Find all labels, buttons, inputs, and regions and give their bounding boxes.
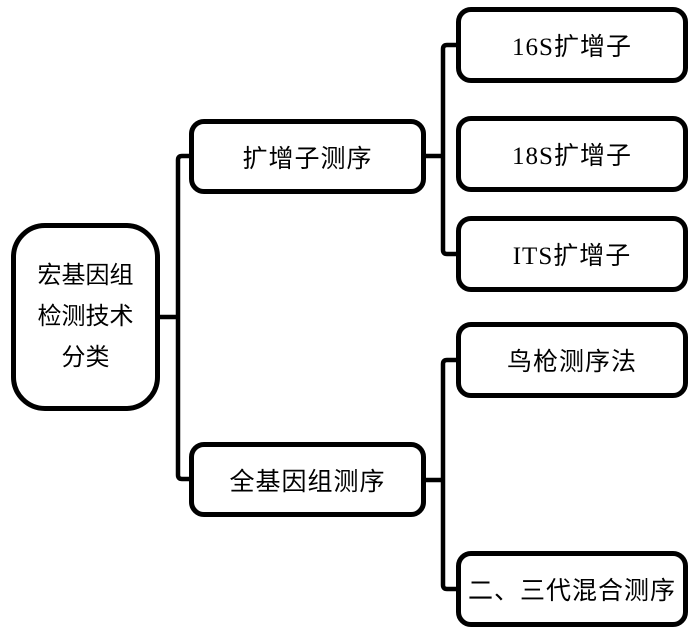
node-16s-amplicon-label: 16S扩增子	[512, 34, 632, 61]
connector-wgs-to-leaves	[426, 357, 456, 592]
node-root-metagenome-classification: 宏基因组 检测技术 分类	[11, 223, 160, 411]
node-18s-amplicon: 18S扩增子	[456, 116, 688, 192]
node-its-amplicon-label: ITS扩增子	[512, 243, 632, 270]
node-its-amplicon: ITS扩增子	[456, 216, 688, 292]
node-18s-amplicon-label: 18S扩增子	[512, 143, 632, 170]
node-hybrid-gen2-gen3-sequencing-label: 二、三代混合测序	[467, 578, 676, 605]
node-amplicon-sequencing-label: 扩增子测序	[242, 145, 373, 173]
node-shotgun-sequencing-label: 鸟枪测序法	[506, 349, 637, 376]
connector-root-to-branches	[160, 153, 189, 482]
node-shotgun-sequencing: 鸟枪测序法	[456, 322, 688, 398]
node-amplicon-sequencing: 扩增子测序	[189, 119, 426, 194]
node-hybrid-gen2-gen3-sequencing: 二、三代混合测序	[456, 551, 688, 627]
node-whole-genome-sequencing-label: 全基因组测序	[229, 468, 386, 496]
connector-amplicon-to-leaves	[426, 42, 456, 257]
node-16s-amplicon: 16S扩增子	[456, 7, 688, 83]
node-root-label: 宏基因组 检测技术 分类	[38, 256, 134, 379]
node-root-label-line-3: 分类	[61, 344, 110, 371]
node-root-label-line-2: 检测技术	[37, 303, 134, 330]
node-whole-genome-sequencing: 全基因组测序	[189, 442, 426, 517]
node-root-label-line-1: 宏基因组	[37, 262, 134, 289]
